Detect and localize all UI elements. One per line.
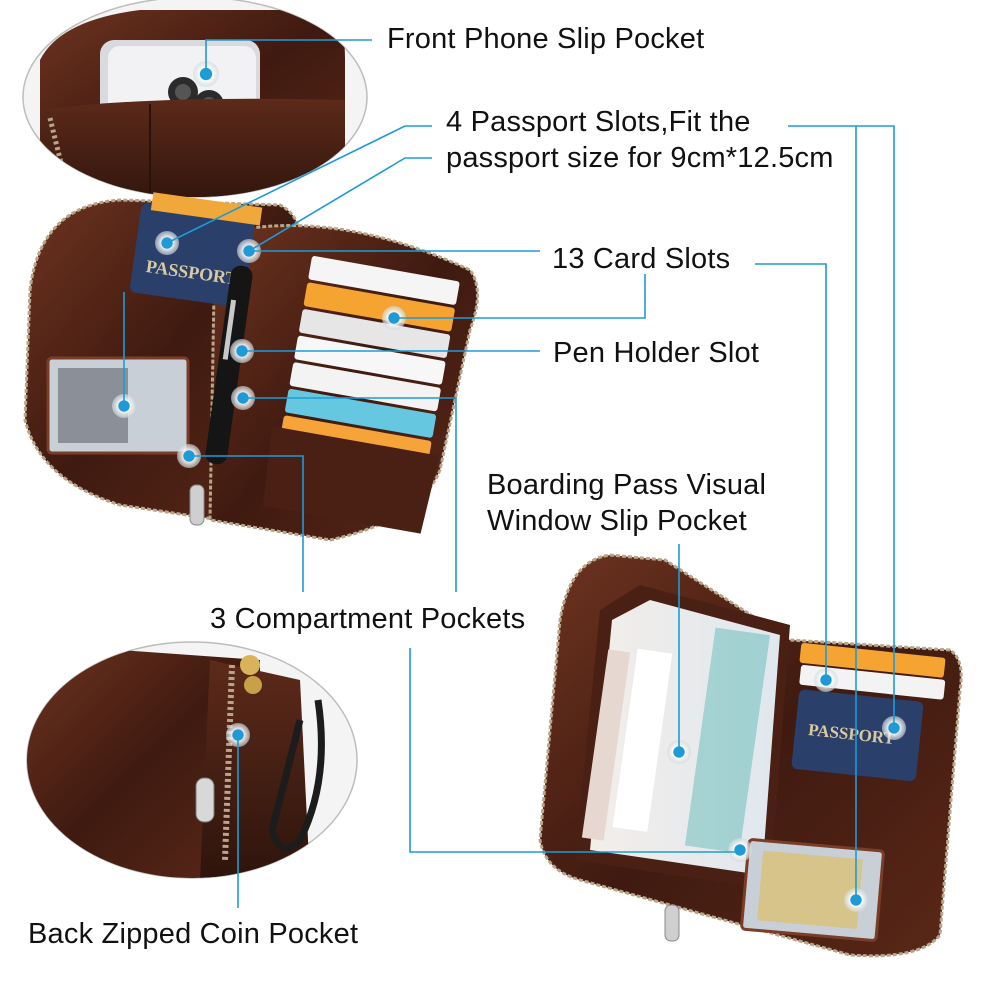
- label-passport-slots-line1: 4 Passport Slots,Fit the: [446, 106, 751, 138]
- label-back-zipped-coin-pocket: Back Zipped Coin Pocket: [28, 918, 359, 950]
- leader-lines: [123, 39, 895, 908]
- label-compartment-pockets: 3 Compartment Pockets: [210, 603, 526, 635]
- open-wallet-main: PASSPORT: [23, 192, 479, 542]
- label-front-phone-slip-pocket: Front Phone Slip Pocket: [387, 23, 705, 55]
- phone-pocket-zoom: [22, 0, 368, 198]
- label-passport-slots-line2: passport size for 9cm*12.5cm: [446, 142, 834, 174]
- label-card-slots: 13 Card Slots: [552, 243, 731, 275]
- marker-dot: [728, 838, 752, 862]
- label-boarding-pass-line2: Window Slip Pocket: [487, 505, 747, 537]
- coin-pocket-zoom: [26, 641, 358, 879]
- label-pen-holder-slot: Pen Holder Slot: [553, 337, 760, 369]
- label-boarding-pass-line1: Boarding Pass Visual: [487, 469, 767, 501]
- open-wallet-secondary: PASSPORT: [538, 553, 963, 958]
